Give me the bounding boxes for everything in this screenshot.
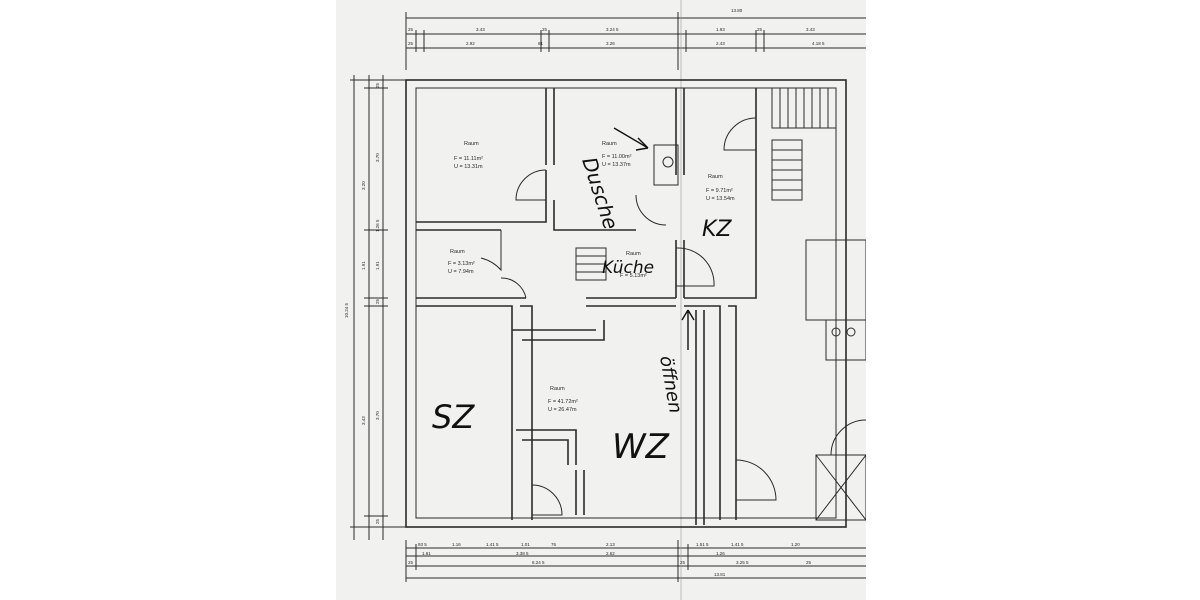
bottom-dim-r3-2: 25 [680, 560, 686, 565]
top-dim-r2-3: 3.24 5 [606, 27, 619, 32]
floor-plan-drawing: Raum F = 11.11m² U = 13.31m Raum F = 11.… [344, 0, 866, 600]
room-2-name: Raum [602, 141, 617, 147]
top-dim-total: 13.80 [731, 8, 743, 13]
kz-note: KZ [702, 217, 732, 242]
room-6-name: Raum [550, 386, 565, 392]
left-dim-in-6: 25 [375, 518, 380, 524]
room-1-perimeter: U = 13.31m [454, 164, 483, 170]
room-5-name: Raum [626, 251, 641, 257]
left-dimension-lines [350, 75, 406, 540]
bottom-dim-r1-5: 2.13 [606, 542, 615, 547]
left-dim-in-0: 25 [375, 82, 380, 88]
room-4-name: Raum [450, 249, 465, 255]
top-dimension-lines [405, 12, 866, 70]
bottom-dim-r2-1: 3.38 5 [516, 551, 529, 556]
left-dim-outer: 10.24 5 [344, 302, 349, 318]
oeffnen-arrow-icon [681, 309, 695, 350]
left-dim-in-3: 1.91 [375, 261, 380, 270]
top-dim-r3-5: 4.18 5 [812, 41, 825, 46]
floor-plan-sheet: Raum F = 11.11m² U = 13.31m Raum F = 11.… [336, 0, 866, 600]
room-4-area: F = 3.13m² [448, 261, 475, 267]
room-4-perimeter: U = 7.94m [448, 269, 474, 275]
bottom-dimension-text: 93 5 1.16 1.41 5 1.01 76 2.13 1.51 5 1.4… [408, 542, 812, 577]
top-dim-r3-4: 2.43 [716, 41, 725, 46]
bottom-dim-r1-6: 1.51 5 [696, 542, 709, 547]
top-dim-r3-1: 2.92 [466, 41, 475, 46]
dusche-arrow-icon [613, 127, 649, 151]
wz-note: WZ [612, 427, 670, 467]
bottom-dim-total: 13.81 [714, 572, 726, 577]
room-6-perimeter: U = 26.47m [548, 407, 577, 413]
bottom-dim-r3-0: 25 [408, 560, 414, 565]
top-dim-r2-1: 3.43 [476, 27, 485, 32]
walls [405, 79, 847, 528]
left-dim-in-5: 3.70 [375, 411, 380, 420]
left-dim-in-1: 3.70 [375, 153, 380, 162]
top-dim-r3-3: 3.26 [606, 41, 615, 46]
bottom-dim-r2-2: 2.62 [606, 551, 615, 556]
top-dim-r2-2: 25 [542, 27, 548, 32]
room-3-name: Raum [708, 174, 723, 180]
bottom-dim-r3-3: 3.25 5 [736, 560, 749, 565]
top-dimension-text: 13.80 25 3.43 25 3.24 5 1.93 25 3.43 25 … [408, 8, 825, 46]
room-2-area: F = 11.00m² [602, 154, 632, 160]
room-2-perimeter: U = 13.37m [602, 162, 631, 168]
bottom-dim-r1-0: 93 5 [418, 542, 427, 547]
bottom-dim-r1-8: 1.20 [791, 542, 800, 547]
left-dimension-text: 10.24 5 3.20 1.91 3.43 25 3.70 1.26 5 1.… [344, 82, 380, 524]
bottom-dim-r2-0: 1.61 [422, 551, 431, 556]
top-dim-r2-6: 3.43 [806, 27, 815, 32]
room-3-area: F = 9.71m² [706, 188, 733, 194]
room-6-area: F = 41.72m² [548, 399, 578, 405]
doors [480, 117, 866, 516]
fixtures [653, 144, 866, 521]
bottom-dim-r3-1: 8.24 5 [532, 560, 545, 565]
top-dim-r3-2: 81 [538, 41, 544, 46]
room-5-area: F = 5.13m² [620, 273, 647, 279]
kueche-note: Küche [602, 258, 654, 278]
top-dim-r2-5: 25 [757, 27, 763, 32]
room-1-area: F = 11.11m² [454, 156, 483, 162]
left-dim-mid-0: 3.20 [361, 181, 366, 190]
sz-note: SZ [432, 398, 475, 436]
bottom-dim-r1-3: 1.01 [521, 542, 530, 547]
room-labels: Raum F = 11.11m² U = 13.31m Raum F = 11.… [448, 141, 735, 413]
bottom-dim-r2-3: 1.26 [716, 551, 725, 556]
left-dim-mid-1: 1.91 [361, 261, 366, 270]
left-dim-mid-2: 3.43 [361, 416, 366, 425]
bottom-dim-r3-4: 25 [806, 560, 812, 565]
bottom-dimension-lines [405, 540, 866, 582]
top-dim-r2-0: 25 [408, 27, 414, 32]
bottom-dim-r1-7: 1.41 5 [731, 542, 744, 547]
left-dim-in-2: 1.26 5 [375, 219, 380, 232]
top-dim-r2-4: 1.93 [716, 27, 725, 32]
stairs [575, 87, 837, 281]
bottom-dim-r1-2: 1.41 5 [486, 542, 499, 547]
top-dim-r3-0: 25 [408, 41, 414, 46]
room-3-perimeter: U = 13.54m [706, 196, 735, 202]
left-dim-in-4: 25 [375, 298, 380, 304]
bottom-dim-r1-4: 76 [551, 542, 557, 547]
bottom-dim-r1-1: 1.16 [452, 542, 461, 547]
room-1-name: Raum [464, 141, 479, 147]
